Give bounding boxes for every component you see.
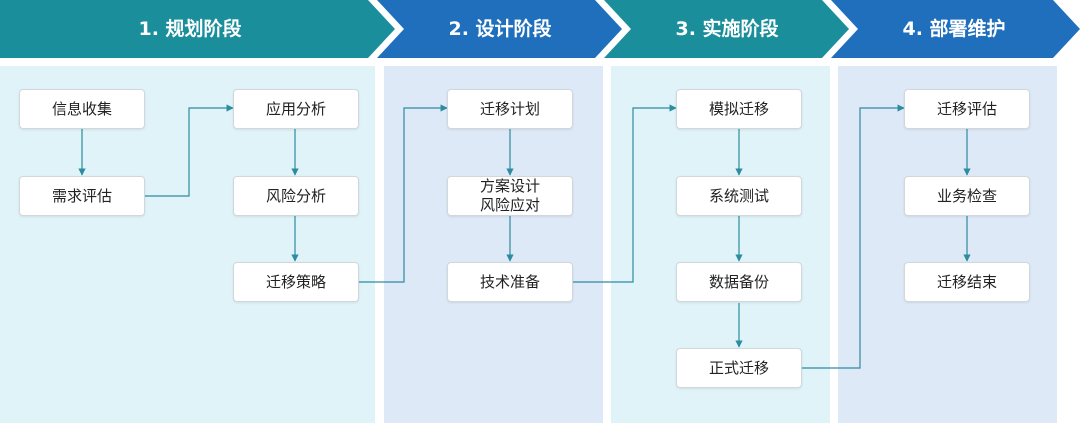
step-migration-strategy-label: 迁移策略 (265, 272, 326, 291)
step-migration-eval-label: 迁移评估 (936, 99, 997, 118)
phase-2-title: 2. 设计阶段 (448, 18, 552, 40)
step-requirement-eval-label: 需求评估 (51, 186, 112, 205)
step-migration-end: 迁移结束 (904, 262, 1030, 302)
step-tech-prep: 技术准备 (447, 262, 573, 302)
arrow-formal-to-eval (802, 104, 905, 369)
arrow-techprep-to-simulated (573, 104, 677, 283)
step-data-backup: 数据备份 (676, 262, 802, 302)
step-migration-plan: 迁移计划 (447, 89, 573, 129)
step-system-test: 系统测试 (676, 176, 802, 216)
step-migration-strategy: 迁移策略 (233, 262, 359, 302)
step-requirement-eval: 需求评估 (19, 176, 145, 216)
step-migration-eval: 迁移评估 (904, 89, 1030, 129)
arrow-requirement-to-application (145, 104, 234, 197)
phase-3-title: 3. 实施阶段 (675, 18, 779, 40)
step-info-collection-label: 信息收集 (51, 99, 112, 118)
step-solution-design: 方案设计 风险应对 (447, 176, 573, 216)
phase-4-chevron (831, 0, 1080, 58)
phase-3-chevron (604, 0, 849, 58)
step-simulated-migration: 模拟迁移 (676, 89, 802, 129)
step-data-backup-label: 数据备份 (708, 272, 769, 291)
step-solution-design-label: 方案设计 (479, 177, 540, 195)
step-simulated-migration-label: 模拟迁移 (708, 99, 769, 118)
phase-4-title: 4. 部署维护 (902, 18, 1006, 40)
step-formal-migration-label: 正式迁移 (708, 358, 769, 377)
phase-2-chevron (377, 0, 622, 58)
step-migration-end-label: 迁移结束 (936, 272, 997, 291)
step-migration-plan-label: 迁移计划 (479, 99, 540, 118)
step-application-analysis-label: 应用分析 (265, 99, 326, 118)
step-risk-response-label: 风险应对 (479, 196, 540, 214)
step-system-test-label: 系统测试 (708, 186, 769, 205)
step-business-check-label: 业务检查 (936, 186, 997, 205)
step-formal-migration: 正式迁移 (676, 348, 802, 388)
phase-header-bar (0, 0, 1080, 58)
phase-1-title: 1. 规划阶段 (138, 18, 242, 40)
step-risk-analysis-label: 风险分析 (265, 186, 326, 205)
step-application-analysis: 应用分析 (233, 89, 359, 129)
step-business-check: 业务检查 (904, 176, 1030, 216)
arrow-strategy-to-plan (359, 104, 448, 283)
step-risk-analysis: 风险分析 (233, 176, 359, 216)
step-info-collection: 信息收集 (19, 89, 145, 129)
step-tech-prep-label: 技术准备 (479, 272, 540, 291)
phase-1-chevron (0, 0, 395, 58)
